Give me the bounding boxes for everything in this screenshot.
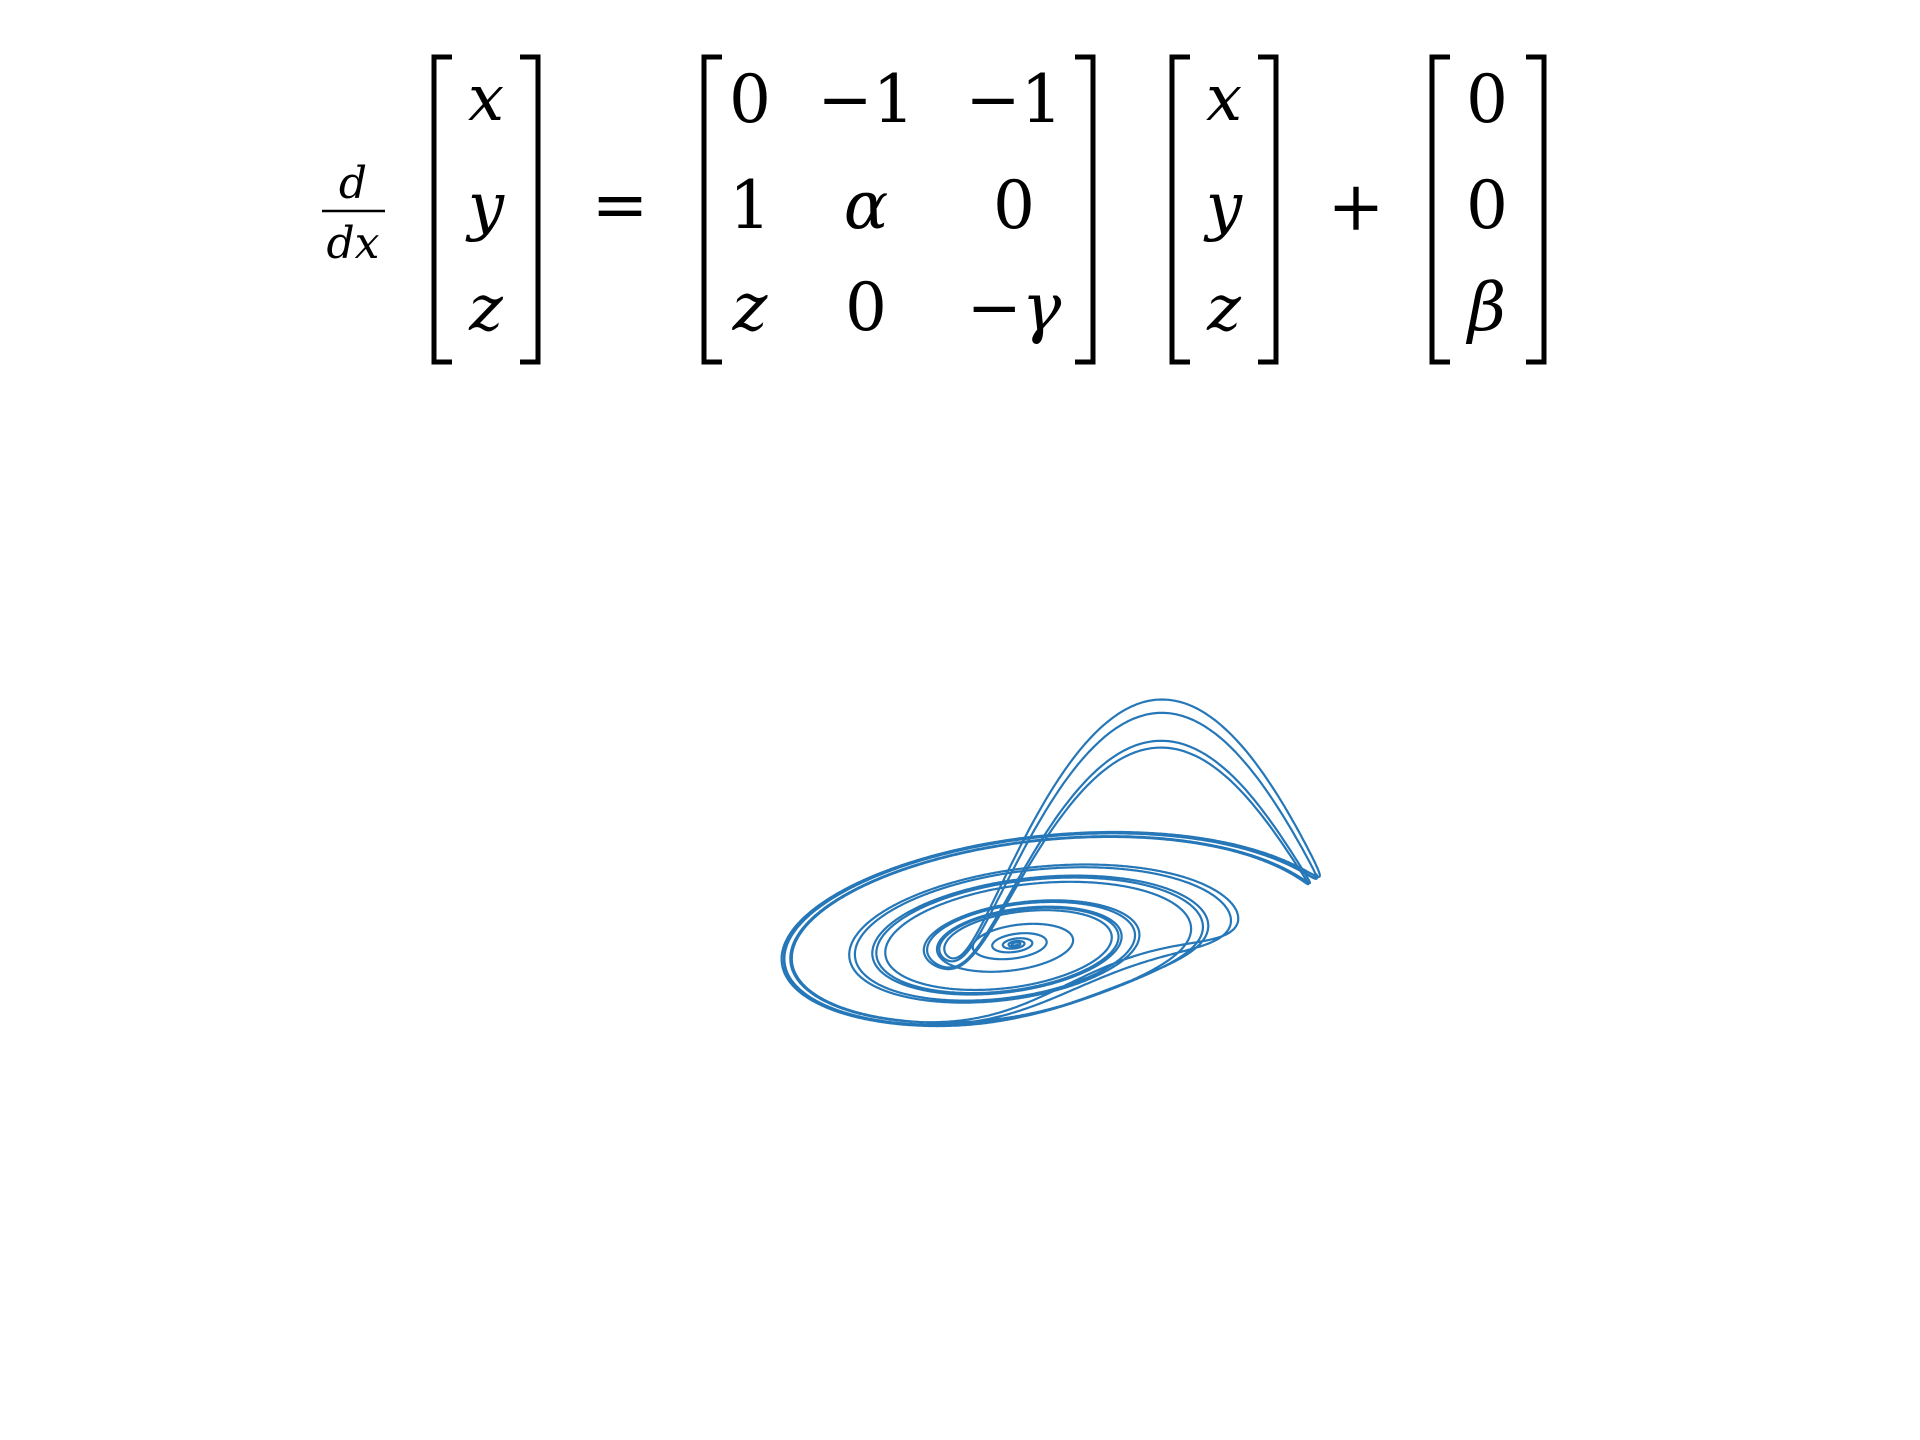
state-left-bracket <box>1169 54 1190 365</box>
attractor-plot <box>780 698 1321 1028</box>
matrix-r2c1: 1 <box>729 167 771 244</box>
matrix-r1c1: 0 <box>729 61 771 138</box>
state-right-bracket <box>1258 54 1279 365</box>
matrix-r2c2: α <box>844 167 889 244</box>
matrix-right-bracket <box>1075 54 1096 365</box>
matrix-r1c3: −1 <box>965 61 1062 138</box>
state-x: x <box>1206 62 1242 136</box>
matrix-left-bracket <box>701 54 722 365</box>
state-y: y <box>1203 170 1243 244</box>
matrix-r2c3: 0 <box>993 167 1035 244</box>
offset-right-bracket <box>1526 54 1547 365</box>
matrix-r3c3: −γ <box>967 269 1062 346</box>
attractor-trajectory <box>780 698 1321 1028</box>
equals-sign: = <box>592 166 649 245</box>
lhs-z: z <box>468 272 504 346</box>
offset-left-bracket <box>1429 54 1450 365</box>
matrix-r3c2: 0 <box>845 269 887 346</box>
plus-sign: + <box>1328 168 1385 247</box>
matrix-r1c2: −1 <box>817 61 914 138</box>
equation: d dx x y z = 0 −1 −1 1 α 0 z 0 −γ x y z … <box>322 54 1547 365</box>
matrix-r3c1: z <box>732 269 769 346</box>
state-z: z <box>1206 272 1242 346</box>
derivative-denominator: dx <box>327 218 380 269</box>
lhs-x: x <box>468 62 504 136</box>
lhs-left-bracket <box>431 54 452 365</box>
lhs-right-bracket <box>520 54 541 365</box>
offset-r3: β <box>1465 269 1506 346</box>
derivative-numerator: d <box>339 158 367 209</box>
offset-r1: 0 <box>1466 61 1508 138</box>
offset-r2: 0 <box>1466 167 1508 244</box>
lhs-y: y <box>465 170 505 244</box>
